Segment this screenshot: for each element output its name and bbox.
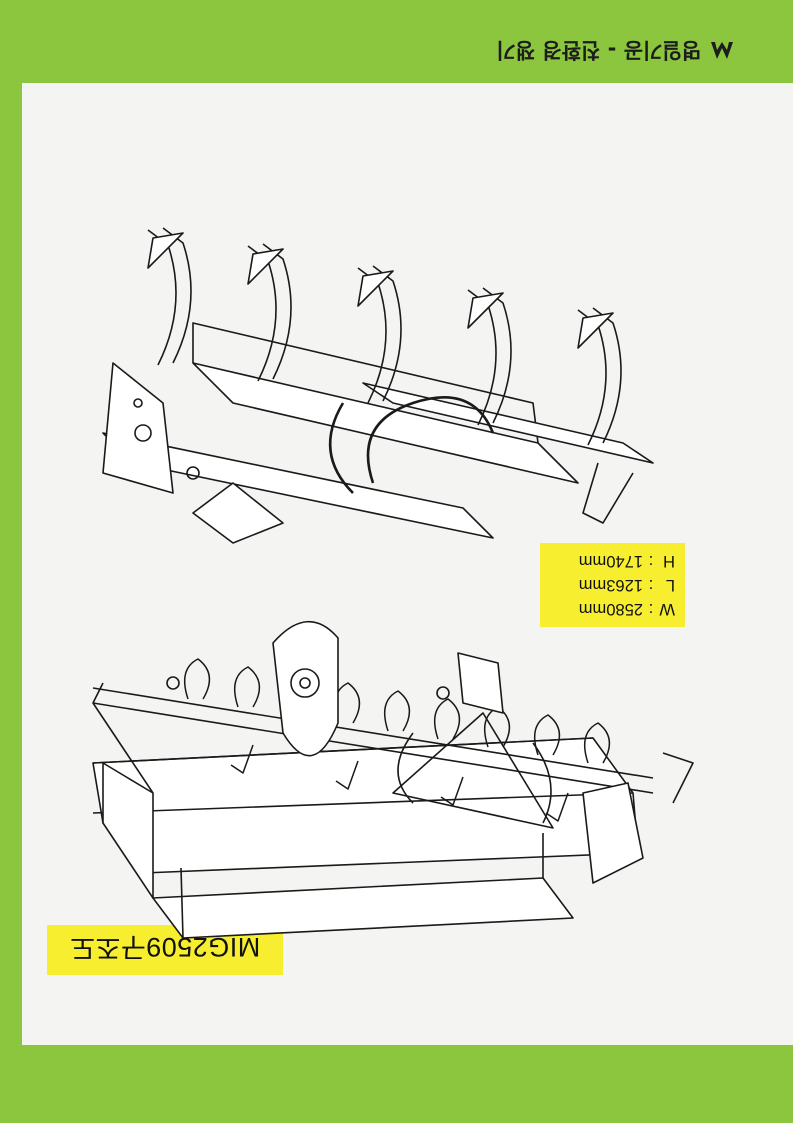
plough-assembly-drawing <box>102 227 654 544</box>
page-header: 명일기공 - 친환경 쟁기 <box>496 31 735 71</box>
tiller-assembly-drawing <box>92 620 694 939</box>
leaf-logo-icon <box>711 42 733 59</box>
